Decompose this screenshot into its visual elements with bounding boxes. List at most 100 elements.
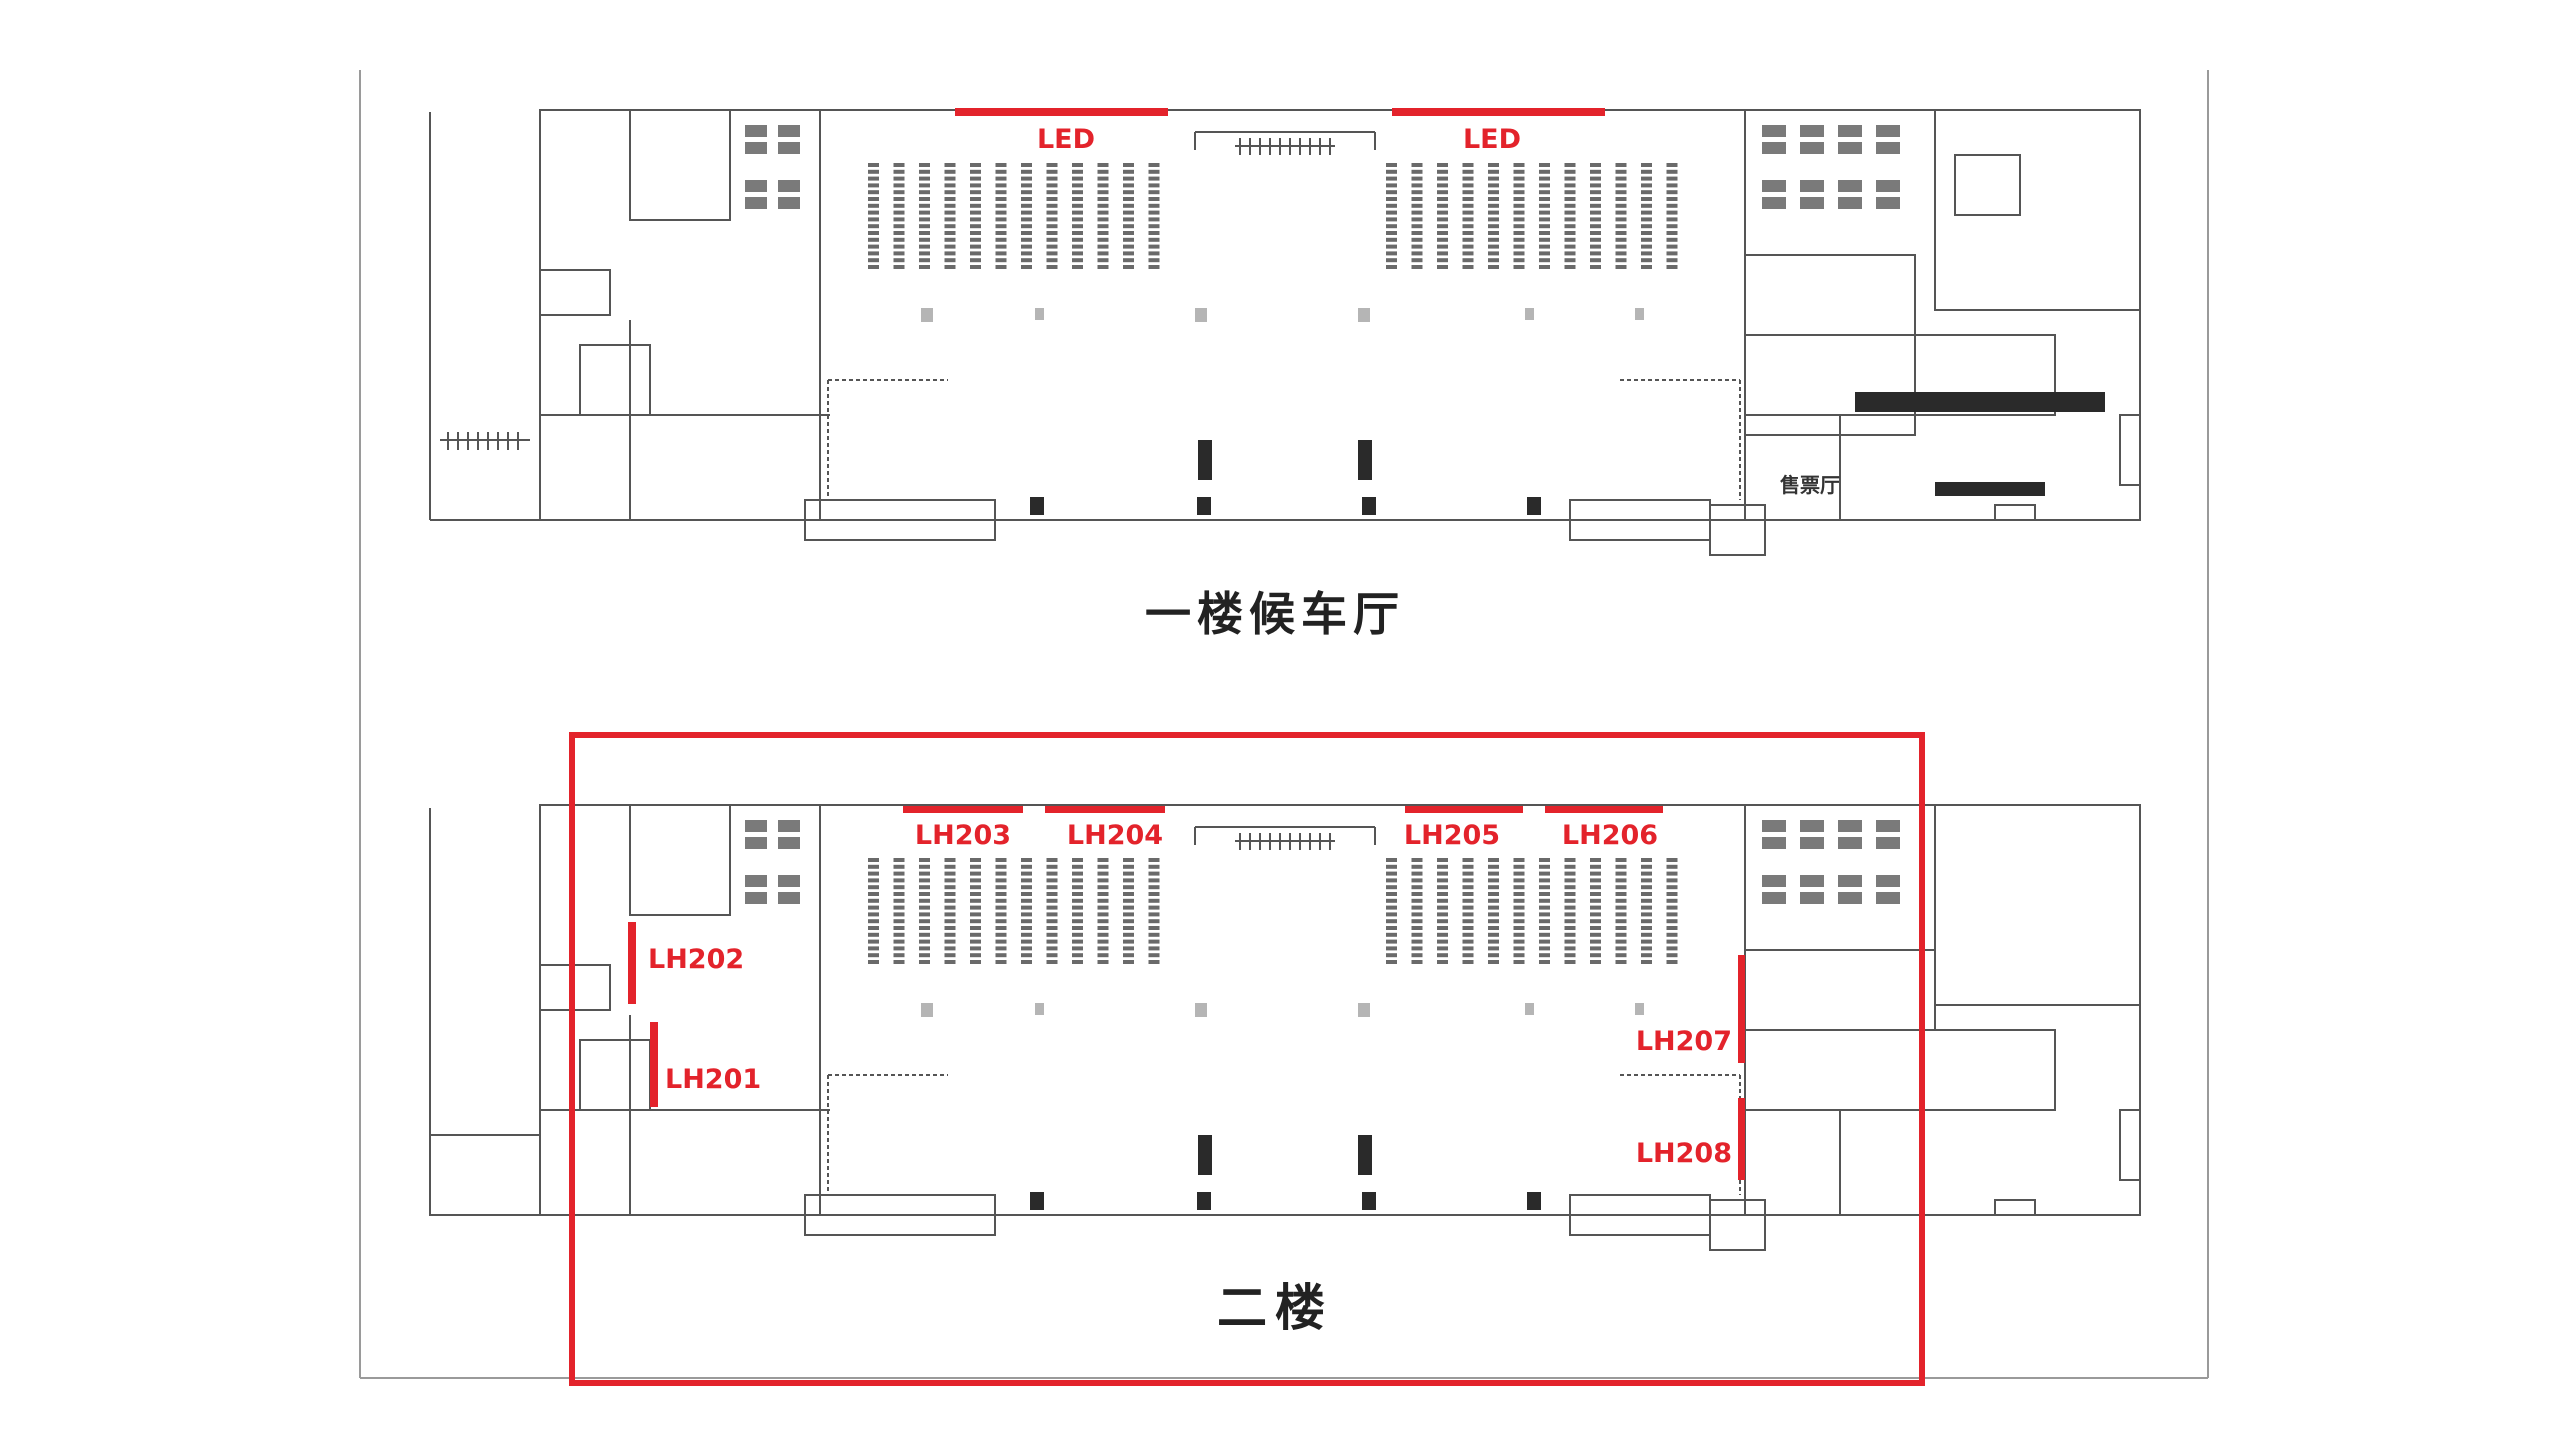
seat — [1097, 169, 1109, 174]
seat — [970, 217, 981, 222]
seat — [893, 217, 905, 222]
seat — [1123, 905, 1134, 910]
seat — [995, 892, 1007, 896]
seat — [1123, 919, 1134, 924]
seat — [1148, 898, 1160, 903]
seat — [1666, 905, 1678, 910]
seat — [944, 183, 956, 188]
seat — [970, 244, 981, 249]
seat — [1411, 912, 1423, 917]
seat — [1123, 926, 1134, 930]
seat — [1021, 912, 1032, 917]
seat — [1148, 265, 1160, 269]
seat — [1386, 244, 1397, 249]
seat — [1590, 217, 1601, 222]
seat — [1539, 203, 1550, 208]
seat — [944, 258, 956, 263]
seat — [970, 265, 981, 269]
seat — [1046, 871, 1058, 876]
seat — [1072, 163, 1083, 167]
seat — [919, 898, 930, 903]
seat — [1615, 183, 1627, 188]
seat — [1488, 892, 1499, 896]
seat — [1046, 163, 1058, 167]
seat — [1123, 953, 1134, 958]
seat — [1437, 265, 1448, 269]
seat — [1123, 892, 1134, 896]
seat — [1615, 946, 1627, 951]
seat — [1411, 197, 1423, 201]
seat — [1046, 217, 1058, 222]
spot-bar-lh206 — [1545, 806, 1663, 813]
seat — [970, 190, 981, 195]
seat — [1462, 858, 1474, 862]
seat — [1437, 244, 1448, 249]
seat — [970, 163, 981, 167]
seat — [1539, 932, 1550, 937]
seat — [893, 169, 905, 174]
seat — [1488, 183, 1499, 188]
seat — [919, 926, 930, 930]
seat — [868, 163, 879, 167]
seat — [1437, 176, 1448, 181]
seat — [1437, 163, 1448, 167]
floor-2-title: 二楼 — [1217, 1279, 1333, 1337]
spot-bar-lh204 — [1045, 806, 1165, 813]
seat — [1641, 217, 1652, 222]
seat — [1148, 878, 1160, 883]
seat — [1666, 217, 1678, 222]
seat — [995, 960, 1007, 964]
seat — [1411, 231, 1423, 235]
seat — [1488, 953, 1499, 958]
seat — [1539, 217, 1550, 222]
seat — [970, 197, 981, 201]
seat — [1097, 905, 1109, 910]
seat — [893, 258, 905, 263]
seat — [1666, 183, 1678, 188]
seat — [1386, 169, 1397, 174]
seat — [1072, 905, 1083, 910]
seat — [1564, 912, 1576, 917]
seat — [1072, 224, 1083, 229]
seat — [1123, 251, 1134, 256]
seat — [919, 210, 930, 215]
seat — [1097, 183, 1109, 188]
seat — [1386, 946, 1397, 951]
seat — [1462, 169, 1474, 174]
seat — [1021, 183, 1032, 188]
seat — [868, 871, 879, 876]
seat — [944, 960, 956, 964]
seat — [1488, 871, 1499, 876]
seat — [1539, 878, 1550, 883]
seat — [1386, 237, 1397, 242]
seat — [1021, 892, 1032, 896]
seat — [1123, 946, 1134, 951]
seat — [1411, 210, 1423, 215]
seat — [1462, 946, 1474, 951]
led-label-left: LED — [1037, 124, 1095, 155]
seat — [868, 939, 879, 944]
seat — [995, 885, 1007, 890]
seat — [1615, 265, 1627, 269]
label-lh204: LH204 — [1067, 820, 1163, 851]
seat — [1564, 939, 1576, 944]
seat — [995, 190, 1007, 195]
seat — [1666, 939, 1678, 944]
seat — [893, 871, 905, 876]
seat — [1513, 163, 1525, 167]
seat — [1488, 912, 1499, 917]
seat — [1488, 885, 1499, 890]
seat — [944, 926, 956, 930]
seat — [1462, 932, 1474, 937]
seat — [1615, 953, 1627, 958]
seat — [1513, 197, 1525, 201]
seat — [1148, 858, 1160, 862]
seat — [1437, 905, 1448, 910]
seat — [1615, 932, 1627, 937]
seat — [970, 169, 981, 174]
seat — [1539, 197, 1550, 201]
seat — [1564, 871, 1576, 876]
seat — [1411, 244, 1423, 249]
seat — [1046, 244, 1058, 249]
seat — [944, 919, 956, 924]
